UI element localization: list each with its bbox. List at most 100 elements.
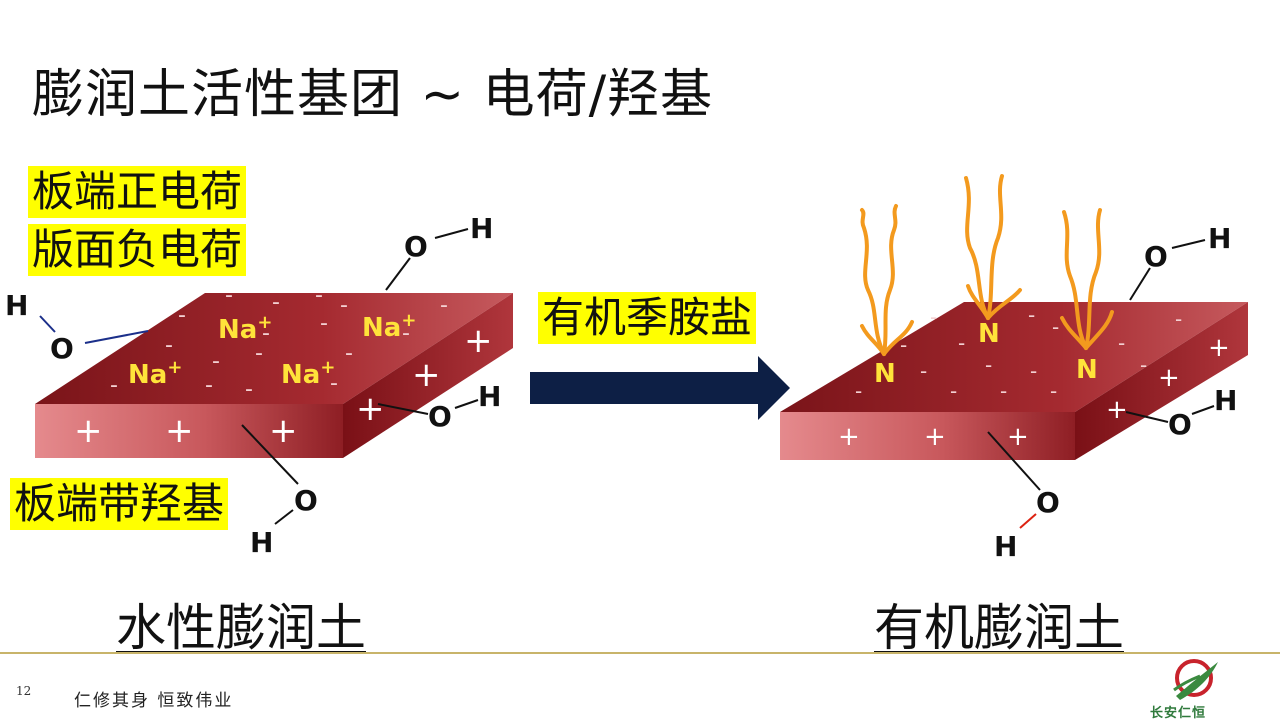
company-logo-text: 长安仁恒	[1150, 706, 1207, 721]
plus-sign: +	[412, 355, 441, 395]
plus-sign: +	[74, 411, 103, 451]
minus-sign: -	[440, 293, 448, 318]
minus-sign: -	[330, 371, 338, 396]
left-hydroxyl-groups: H O O H O H O H	[5, 212, 501, 559]
minus-sign: -	[920, 359, 927, 383]
hydrogen-label: H	[5, 289, 28, 322]
plus-sign: +	[464, 321, 493, 361]
plus-sign: +	[838, 422, 860, 452]
minus-sign: -	[930, 305, 937, 329]
minus-sign: -	[212, 349, 220, 374]
minus-sign: -	[225, 283, 233, 308]
left-sodium-ions: Na+ Na+ Na+ Na+	[128, 310, 416, 390]
minus-sign: -	[1140, 353, 1147, 377]
minus-sign: -	[345, 341, 353, 366]
note-edge-hydroxyl: 板端带羟基	[10, 478, 229, 530]
right-face-negative-charges: - - - - - - - - - - - - - - -	[855, 303, 1182, 403]
minus-sign: -	[855, 379, 862, 403]
hydrogen-label: H	[1214, 384, 1237, 417]
note-face-negative-charge: 版面负电荷	[28, 224, 247, 276]
oxygen-label: O	[1036, 486, 1060, 519]
alkyl-chain	[1084, 310, 1114, 350]
left-edge-positive-charges: + + + + + +	[74, 321, 493, 451]
minus-sign: -	[340, 293, 348, 318]
plus-sign: +	[269, 411, 298, 451]
right-slab-top	[780, 302, 1248, 412]
left-slab-side	[343, 293, 513, 458]
right-slab-side	[1075, 302, 1248, 460]
minus-sign: -	[1175, 307, 1182, 331]
hydrogen-label: H	[250, 526, 273, 559]
plus-sign: +	[1158, 363, 1180, 393]
hydrogen-label: H	[470, 212, 493, 245]
alkyl-chain	[1060, 316, 1088, 350]
alkyl-chain	[1084, 208, 1102, 350]
alkyl-chain	[1062, 210, 1088, 350]
minus-sign: -	[985, 353, 992, 377]
page-number: 12	[16, 684, 32, 698]
oxygen-label: O	[1168, 408, 1192, 441]
nitrogen-label: N	[874, 359, 896, 389]
minus-sign: -	[262, 321, 270, 346]
minus-sign: -	[245, 377, 253, 402]
minus-sign: -	[165, 333, 173, 358]
oxygen-label: O	[294, 484, 318, 517]
minus-sign: -	[1030, 359, 1037, 383]
minus-sign: -	[1028, 303, 1035, 327]
plus-sign: +	[1208, 333, 1230, 363]
hydrogen-label: H	[478, 380, 501, 413]
alkyl-chain	[986, 174, 1004, 320]
quaternary-ammonium-chains	[860, 174, 1114, 356]
sodium-ion: Na+	[281, 357, 335, 390]
oxygen-label: O	[404, 230, 428, 263]
alkyl-chain	[860, 324, 886, 356]
plus-sign: +	[356, 389, 385, 429]
company-motto: 仁修其身 恒致伟业	[74, 691, 234, 711]
company-logo	[1173, 659, 1218, 700]
left-slab-top	[35, 293, 513, 404]
alkyl-chain	[986, 288, 1022, 320]
oxygen-label: O	[428, 400, 452, 433]
slide-title: 膨润土活性基团 ~ 电荷/羟基	[32, 65, 714, 125]
minus-sign: -	[110, 373, 118, 398]
sodium-ion: Na+	[218, 312, 272, 345]
plus-sign: +	[165, 411, 194, 451]
plus-sign: +	[924, 422, 946, 452]
alkyl-chain	[882, 204, 898, 356]
right-edge-positive-charges: + + + + + +	[838, 333, 1230, 452]
minus-sign: -	[402, 321, 410, 346]
minus-sign: -	[1000, 379, 1007, 403]
plus-sign: +	[1007, 422, 1029, 452]
minus-sign: -	[1050, 379, 1057, 403]
sodium-ion: Na+	[128, 357, 182, 390]
alkyl-chain	[860, 208, 886, 356]
nitrogen-label: N	[978, 319, 1000, 349]
right-hydroxyl-groups: O H O H O H	[987, 222, 1237, 563]
alkyl-chain	[966, 284, 990, 320]
minus-sign: -	[900, 333, 907, 357]
left-face-negative-charges: - - - - - - - - - - - - - - - - -	[110, 283, 448, 402]
process-arrow	[530, 356, 790, 420]
sodium-ion: Na+	[362, 310, 416, 343]
hydrogen-label: H	[1208, 222, 1231, 255]
alkyl-chain	[882, 320, 914, 356]
nitrogen-label: N	[1076, 355, 1098, 385]
nitrogen-centers: N N N	[874, 319, 1098, 389]
minus-sign: -	[205, 373, 213, 398]
oxygen-label: O	[50, 332, 74, 365]
minus-sign: -	[958, 331, 965, 355]
hydrogen-label: H	[994, 530, 1017, 563]
alkyl-chain	[964, 176, 990, 320]
note-edge-positive-charge: 板端正电荷	[28, 166, 247, 218]
caption-organic-bentonite: 有机膨润土	[874, 599, 1124, 657]
minus-sign: -	[315, 283, 323, 308]
minus-sign: -	[950, 379, 957, 403]
minus-sign: -	[272, 290, 280, 315]
oxygen-label: O	[1144, 240, 1168, 273]
minus-sign: -	[1118, 331, 1125, 355]
minus-sign: -	[255, 341, 263, 366]
plus-sign: +	[1106, 395, 1128, 425]
left-slab-front	[35, 404, 343, 458]
bentonite-diagram: - - - - - - - - - - - - - - - - - Na+ Na…	[5, 174, 1248, 563]
arrow-label: 有机季胺盐	[538, 292, 757, 344]
